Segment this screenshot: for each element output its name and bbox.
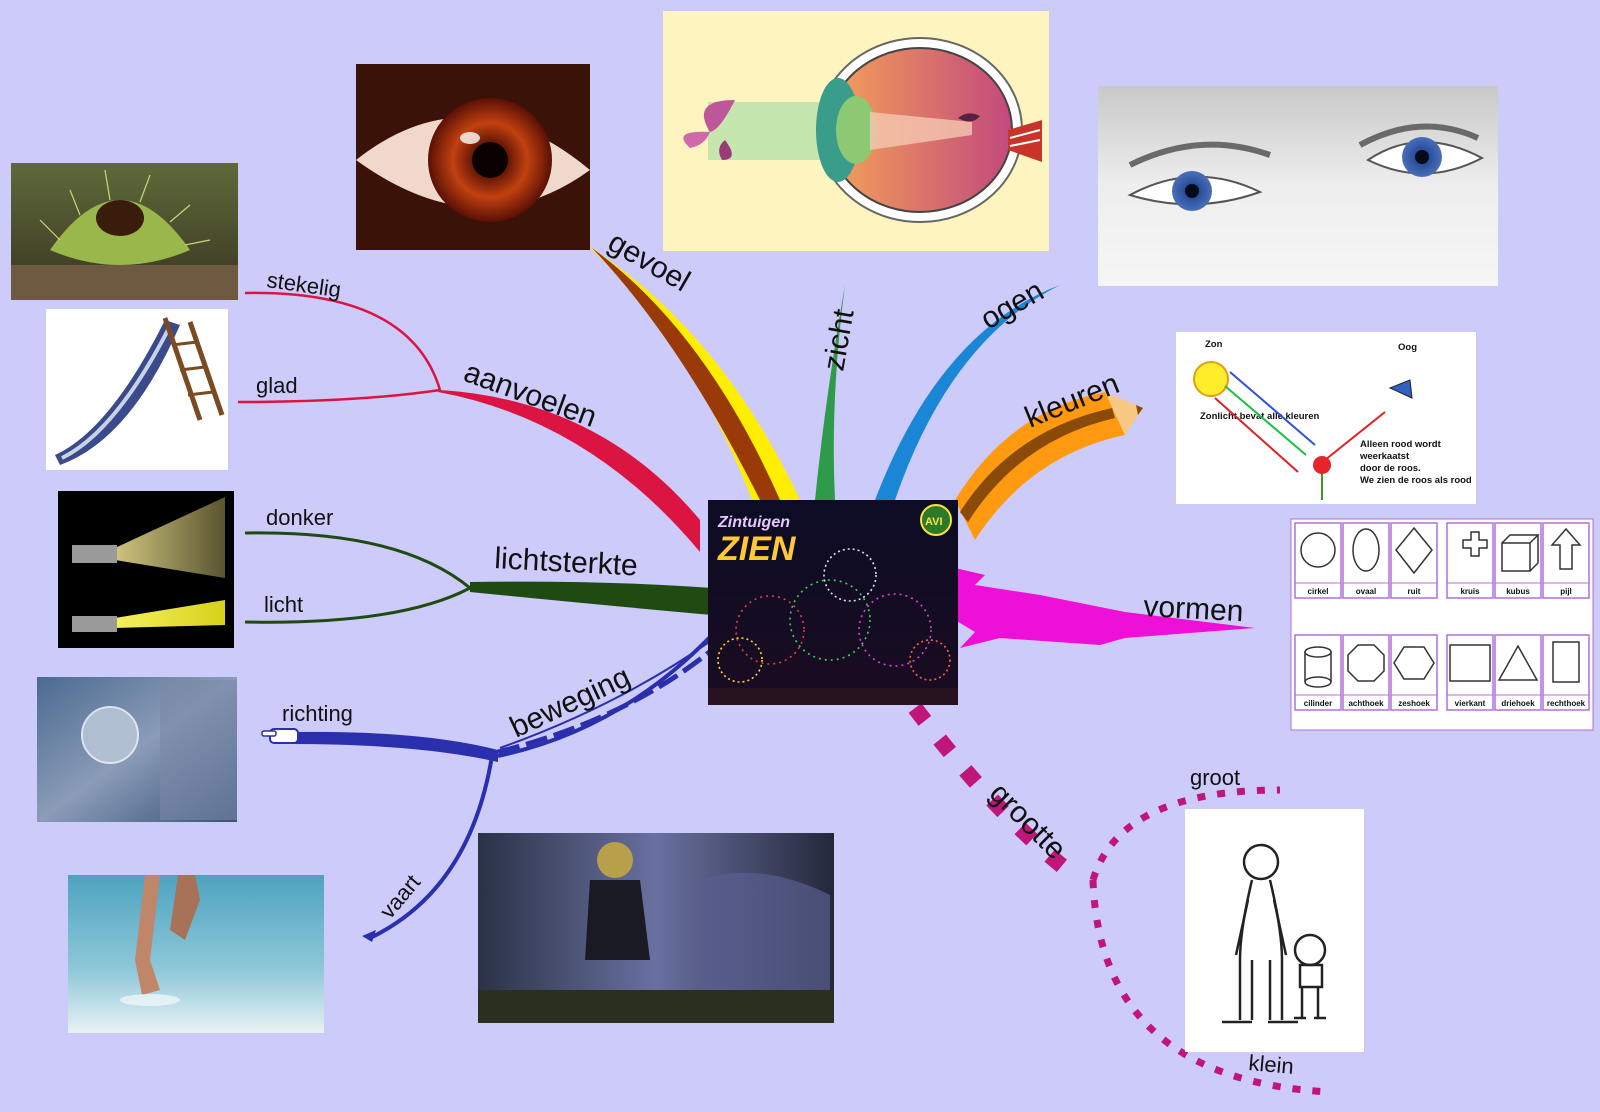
kleuren-text-line3: door de roos. <box>1360 463 1421 474</box>
shape-label: zeshoek <box>1398 699 1430 708</box>
shape-label: kubus <box>1506 587 1530 596</box>
shape-label: cilinder <box>1304 699 1332 708</box>
shape-label: ruit <box>1408 587 1421 596</box>
center-image-fireworks: Zintuigen ZIEN AVI <box>708 500 958 705</box>
image-bubble <box>37 677 237 822</box>
branch-label-zicht: zicht <box>817 306 860 373</box>
image-flashlights <box>58 491 234 648</box>
image-slide <box>46 309 228 470</box>
branch-aanvoelen <box>237 291 700 552</box>
shape-label: kruis <box>1460 587 1480 596</box>
kleuren-eye-label: Oog <box>1398 342 1417 353</box>
shape-label: pijl <box>1560 587 1572 596</box>
pointing-hand-icon <box>261 728 299 744</box>
shape-label: driehoek <box>1501 699 1535 708</box>
sub-label-groot: groot <box>1190 765 1240 790</box>
sub-label-klein: klein <box>1248 1050 1295 1079</box>
image-chestnut <box>11 163 238 300</box>
butterfly-icon <box>683 100 735 160</box>
branch-label-grootte: grootte <box>983 777 1072 866</box>
sub-label-stekelig: stekelig <box>265 267 342 302</box>
branch-label-vormen: vormen <box>1143 590 1245 628</box>
branch-vormen <box>955 568 1255 648</box>
image-kleuren-diagram: Zon Oog Zonlicht bevat alle kleuren Alle… <box>1176 332 1476 504</box>
shape-label: ovaal <box>1356 587 1376 596</box>
kleuren-text-line1: Alleen rood wordt <box>1360 439 1442 450</box>
image-red-eye <box>356 64 590 250</box>
center-title-line1: Zintuigen <box>717 514 790 531</box>
shape-label: achthoek <box>1348 699 1384 708</box>
image-groot-klein <box>1185 809 1364 1052</box>
sub-label-glad: glad <box>256 373 298 398</box>
branch-grootte <box>908 703 1331 1096</box>
image-blue-eyes <box>1098 86 1498 286</box>
kleuren-sun-label: Zon <box>1205 339 1223 350</box>
sub-label-vaart: vaart <box>375 870 426 924</box>
shape-label: vierkant <box>1455 699 1486 708</box>
kleuren-text-line2: weerkaatst <box>1359 451 1410 462</box>
sub-label-licht: licht <box>264 592 303 617</box>
sun-icon <box>1193 361 1229 397</box>
branch-beweging <box>261 633 714 942</box>
shape-label: rechthoek <box>1547 699 1586 708</box>
center-title-line2: ZIEN <box>717 530 797 568</box>
image-shapes-chart: cirkel ovaal ruit kruis kubus pijl cilin… <box>1290 518 1594 731</box>
image-eye-diagram <box>663 11 1049 251</box>
branch-zicht <box>815 285 845 500</box>
kleuren-text-line4: We zien de roos als rood <box>1360 475 1472 486</box>
branch-gevoel <box>588 246 800 500</box>
shape-label: cirkel <box>1308 587 1329 596</box>
branch-ogen <box>875 285 1060 500</box>
rose-icon <box>1313 456 1331 500</box>
sub-label-richting: richting <box>282 701 353 726</box>
sub-label-donker: donker <box>266 505 333 530</box>
branch-lichtsterkte <box>244 531 712 624</box>
image-running-legs <box>68 875 324 1033</box>
center-badge: AVI <box>925 516 943 528</box>
eye-icon <box>1388 379 1413 399</box>
image-football-players <box>478 833 834 1023</box>
branch-label-lichtsterkte: lichtsterkte <box>494 542 639 582</box>
branch-kleuren <box>955 392 1143 540</box>
branch-label-ogen: ogen <box>975 274 1049 336</box>
